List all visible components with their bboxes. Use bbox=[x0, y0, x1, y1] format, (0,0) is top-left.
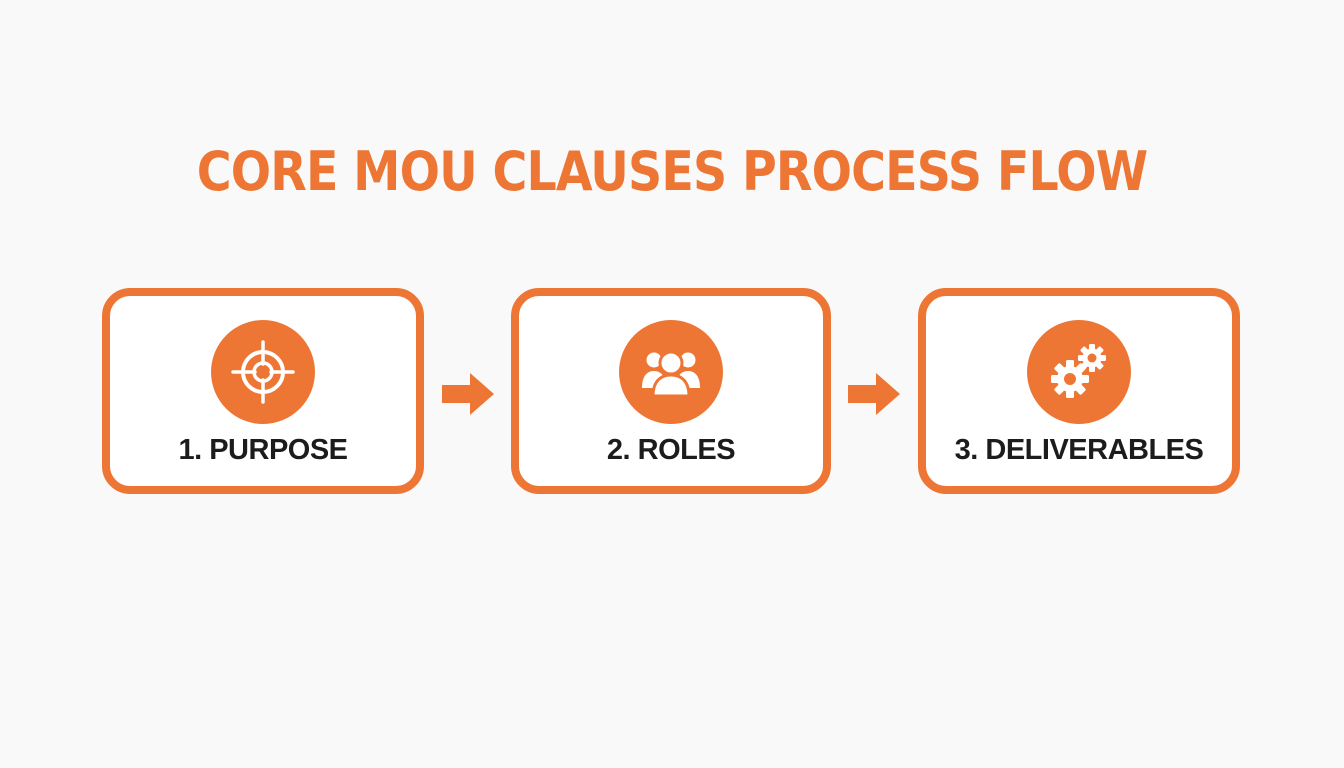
icon-badge bbox=[211, 320, 315, 424]
step-label: 2. ROLES bbox=[606, 434, 736, 466]
people-group-icon bbox=[642, 350, 700, 398]
arrow-right-icon bbox=[442, 373, 494, 415]
connector-arrow bbox=[442, 373, 494, 415]
step-card-roles: 2. ROLES bbox=[511, 288, 831, 494]
step-label: 3. DELIVERABLES bbox=[954, 434, 1204, 466]
arrow-right-icon bbox=[848, 373, 900, 415]
step-label: 1. PURPOSE bbox=[178, 434, 348, 466]
diagram-title: CORE MOU CLAUSES PROCESS FLOW bbox=[196, 140, 1148, 203]
target-icon bbox=[231, 340, 295, 404]
step-card-purpose: 1. PURPOSE bbox=[102, 288, 424, 494]
gears-icon bbox=[1051, 344, 1106, 398]
step-card-deliverables: 3. DELIVERABLES bbox=[918, 288, 1240, 494]
connector-arrow bbox=[848, 373, 900, 415]
icon-badge bbox=[1027, 320, 1131, 424]
icon-badge bbox=[619, 320, 723, 424]
